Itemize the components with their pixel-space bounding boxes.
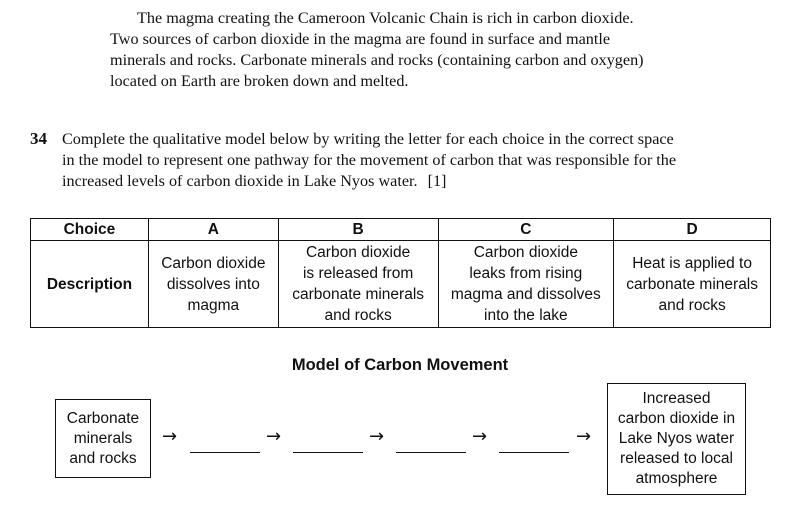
arrow-icon: →	[472, 426, 488, 447]
description-line: Carbon dioxide	[161, 254, 266, 272]
description-line: magma and dissolves	[450, 286, 601, 303]
description-line: and rocks	[324, 307, 392, 324]
credit-value: [1]	[427, 172, 447, 190]
description-line: carbonate minerals	[626, 275, 759, 293]
question-line: increased levels of carbon dioxide in La…	[62, 172, 418, 190]
description-line: Carbon dioxide	[473, 244, 578, 261]
answer-blank-2[interactable]	[293, 452, 363, 453]
description-header: Description	[30, 240, 149, 328]
question-line: Complete the qualitative model below by …	[62, 130, 674, 148]
arrow-icon: →	[576, 426, 592, 447]
description-line: into the lake	[484, 307, 568, 324]
intro-line: located on Earth are broken down and mel…	[110, 72, 409, 90]
description-line: dissolves into	[166, 275, 260, 293]
choice-letter-a: A	[147, 218, 279, 241]
description-line: carbonate minerals	[292, 286, 425, 303]
table-header-row: Choice A B C D	[30, 218, 771, 241]
description-line: and rocks	[658, 296, 726, 314]
answer-blank-1[interactable]	[190, 452, 260, 453]
end-box-line: Lake Nyos water	[618, 430, 735, 447]
intro-line: The magma creating the Cameroon Volcanic…	[137, 9, 634, 27]
table-row: Description Carbon dioxide dissolves int…	[30, 240, 771, 328]
question-text: Complete the qualitative model below by …	[62, 129, 762, 192]
choice-letter-d: D	[613, 218, 771, 241]
start-box-line: minerals	[73, 429, 133, 447]
choice-header: Choice	[30, 218, 149, 241]
answer-blank-4[interactable]	[499, 452, 569, 453]
description-line: magma	[187, 296, 240, 314]
description-line: Heat is applied to	[632, 254, 752, 272]
start-box: Carbonate minerals and rocks	[55, 399, 151, 478]
start-box-line: Carbonate	[66, 409, 140, 427]
choice-table: Choice A B C D Description Carbon dioxid…	[30, 218, 771, 328]
model-title: Model of Carbon Movement	[291, 356, 509, 374]
description-line: leaks from rising	[469, 265, 583, 282]
arrow-icon: →	[162, 426, 178, 447]
description-line: Carbon dioxide	[305, 244, 411, 261]
start-box-line: and rocks	[69, 449, 137, 467]
end-box-line: carbon dioxide in	[617, 410, 736, 427]
answer-blank-3[interactable]	[396, 452, 466, 453]
choice-description-c: Carbon dioxide leaks from rising magma a…	[437, 240, 615, 328]
arrow-icon: →	[266, 426, 282, 447]
description-line: is released from	[302, 265, 414, 282]
end-box-line: Increased	[642, 390, 711, 407]
question-number: 34	[30, 129, 47, 148]
choice-description-a: Carbon dioxide dissolves into magma	[147, 240, 279, 328]
question-line: in the model to represent one pathway fo…	[62, 151, 677, 169]
choice-description-b: Carbon dioxide is released from carbonat…	[277, 240, 439, 328]
end-box-line: released to local	[620, 450, 733, 467]
intro-line: minerals and rocks. Carbonate minerals a…	[110, 51, 644, 69]
choice-description-d: Heat is applied to carbonate minerals an…	[613, 240, 771, 328]
arrow-icon: →	[369, 426, 385, 447]
intro-paragraph: The magma creating the Cameroon Volcanic…	[110, 8, 710, 92]
choice-letter-b: B	[277, 218, 439, 241]
end-box: Increased carbon dioxide in Lake Nyos wa…	[607, 383, 746, 495]
end-box-line: atmosphere	[635, 470, 718, 487]
choice-letter-c: C	[437, 218, 615, 241]
intro-line: Two sources of carbon dioxide in the mag…	[110, 30, 611, 48]
